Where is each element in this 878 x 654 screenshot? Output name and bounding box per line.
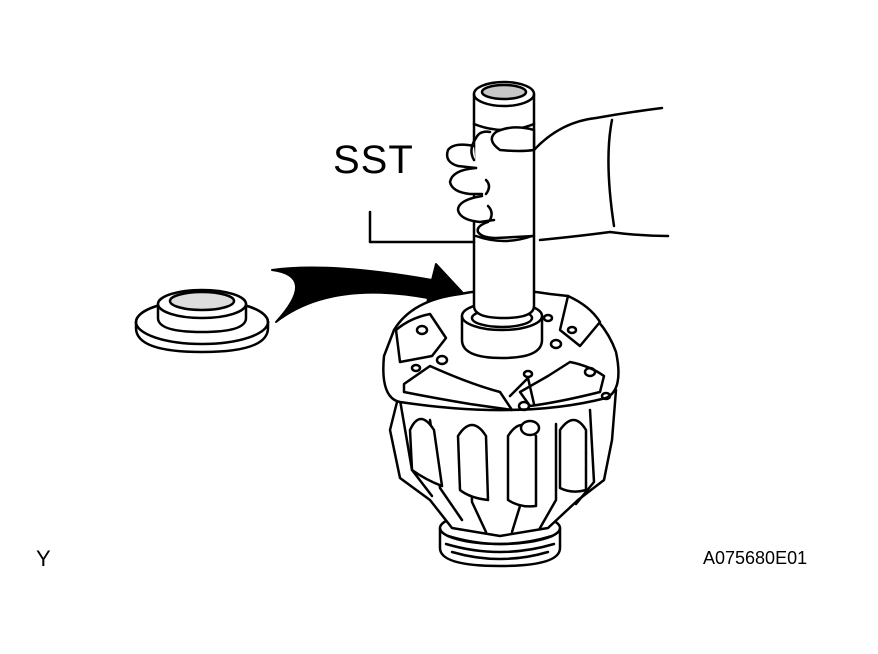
- corner-mark: Y: [36, 546, 51, 571]
- install-direction-arrow-icon: [271, 263, 463, 323]
- alternator-rotor-icon: [382, 288, 620, 568]
- hand-icon: [445, 106, 670, 242]
- bearing-cover-icon: [134, 288, 270, 354]
- figure-id: A075680E01: [703, 548, 808, 568]
- tool-leader-line: [368, 210, 476, 244]
- tool-label: SST: [333, 138, 414, 182]
